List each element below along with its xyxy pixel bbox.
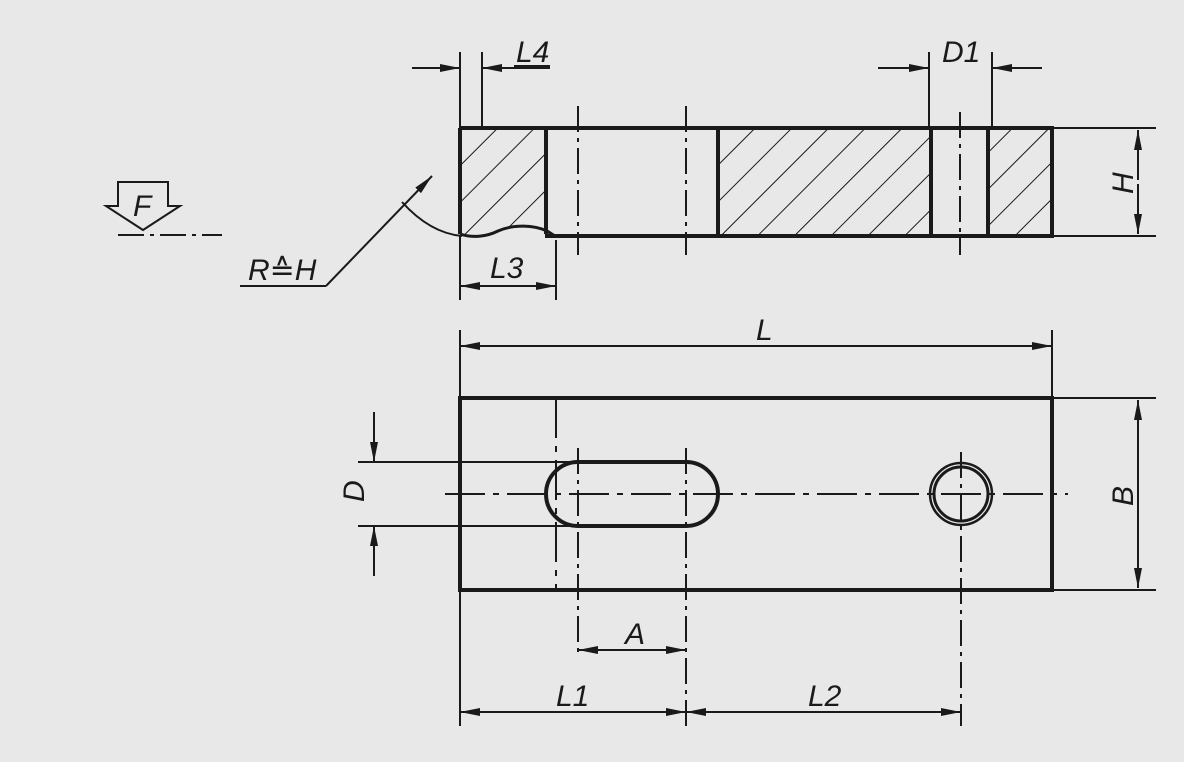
label-h: H [1107, 172, 1140, 194]
radius-arc [401, 201, 463, 237]
hatch-middle [719, 130, 929, 234]
label-d: D [338, 480, 371, 502]
label-l3: L3 [490, 252, 524, 285]
label-l: L [756, 314, 773, 347]
section-view [102, 52, 1156, 300]
label-radius: R≙H [248, 254, 317, 287]
label-f: F [133, 190, 153, 223]
label-l4: L4 [516, 36, 549, 69]
dimension-labels: L4 D1 H F R≙H L3 L B D A L1 L2 [133, 36, 1140, 713]
label-b: B [1107, 486, 1140, 506]
hatch-left [460, 130, 545, 236]
force-arrow [102, 181, 184, 232]
plan-view [358, 330, 1156, 726]
break-line [459, 224, 556, 238]
label-a: A [623, 618, 645, 651]
label-l1: L1 [556, 680, 589, 713]
label-d1: D1 [942, 36, 980, 69]
label-l2: L2 [808, 680, 842, 713]
hatch-right [990, 130, 1052, 234]
